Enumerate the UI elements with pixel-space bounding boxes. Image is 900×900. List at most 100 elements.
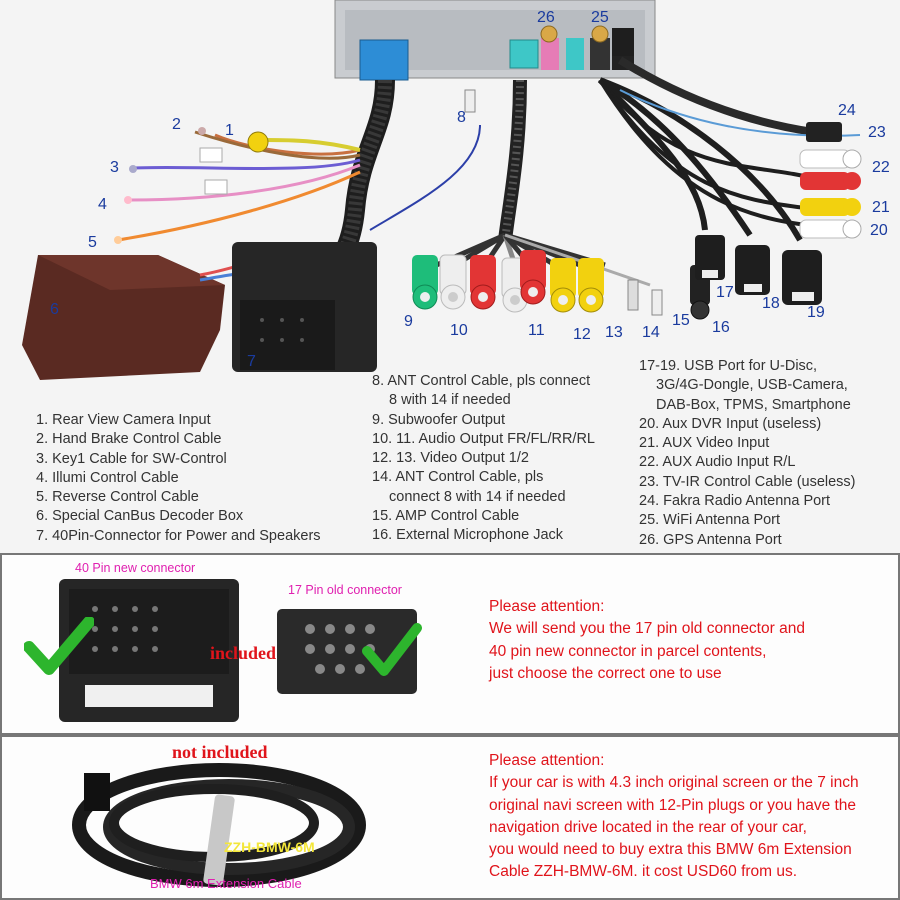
- label-40pin-connector: 40 Pin new connector: [75, 561, 196, 575]
- aux-rca-video: [800, 198, 861, 216]
- legend-right: 17-19. USB Port for U-Disc, 3G/4G-Dongle…: [639, 357, 856, 550]
- cable-caption: BMW 6m Extension Cable: [150, 876, 302, 891]
- rca-plug-video-2: [578, 258, 604, 313]
- callout-11: 11: [528, 322, 545, 339]
- cable-tag-label: ZZH-BMW-6M: [224, 839, 315, 855]
- main-plug: [359, 39, 409, 81]
- cable-attention-note: Please attention: If your car is with 4.…: [489, 750, 859, 884]
- legend-item: 24. Fakra Radio Antenna Port: [639, 493, 831, 510]
- callout-17: 17: [716, 284, 734, 301]
- note-line: Cable ZZH-BMW-6M. it cost USD60 from us.: [489, 863, 798, 881]
- rca-plug-subwoofer: [412, 255, 438, 310]
- callout-15: 15: [672, 312, 690, 329]
- check-icon: [24, 617, 94, 675]
- gps-plug: [541, 38, 559, 70]
- callout-18: 18: [762, 295, 780, 312]
- fakra-connector: [806, 122, 842, 142]
- callout-22: 22: [872, 159, 890, 176]
- legend-item: 1. Rear View Camera Input: [36, 412, 211, 428]
- included-label: included: [210, 643, 277, 663]
- legend-item: 7. 40Pin-Connector for Power and Speaker…: [36, 527, 321, 544]
- connector-attention-note: Please attention: We will send you the 1…: [489, 596, 805, 685]
- 40pin-connector-photo: [59, 579, 239, 722]
- usb-plug-1: [695, 235, 725, 280]
- legend-item: 26. GPS Antenna Port: [639, 531, 782, 548]
- legend-item: 8. ANT Control Cable, pls connect: [372, 373, 591, 389]
- callout-3: 3: [110, 159, 119, 176]
- legend-item: 5. Reverse Control Cable: [36, 489, 199, 506]
- cable-tag: [199, 147, 223, 163]
- legend-item: 4. Illumi Control Cable: [36, 469, 179, 486]
- callout-12: 12: [573, 326, 591, 343]
- legend-item-continued: 8 with 14 if needed: [389, 392, 511, 409]
- legend-item: 22. AUX Audio Input R/L: [639, 454, 796, 471]
- callout-10: 10: [450, 322, 468, 339]
- note-line: original navi screen with 12-Pin plugs o…: [489, 796, 857, 814]
- dvr-rca: [799, 219, 862, 239]
- legend-item: 16. External Microphone Jack: [372, 527, 564, 544]
- legend-item: 20. Aux DVR Input (useless): [639, 415, 822, 432]
- legend-item-continued: DAB-Box, TPMS, Smartphone: [656, 396, 851, 413]
- gps-antenna-port: [540, 25, 558, 43]
- label-17pin-connector: 17 Pin old connector: [288, 583, 402, 597]
- fakra-plug: [590, 38, 610, 70]
- callout-13: 13: [605, 324, 623, 341]
- legend-left: 1. Rear View Camera Input 2. Hand Brake …: [36, 411, 321, 546]
- callout-24: 24: [838, 102, 856, 119]
- legend-item-continued: 3G/4G-Dongle, USB-Camera,: [656, 377, 848, 394]
- rca-plug-red-1: [470, 255, 496, 310]
- callout-21: 21: [872, 199, 890, 216]
- callout-26: 26: [537, 9, 555, 26]
- note-line: If your car is with 4.3 inch original sc…: [489, 774, 859, 792]
- callout-4: 4: [98, 196, 107, 213]
- not-included-label: not included: [172, 742, 268, 762]
- extension-cable-section: not included ZZH-BMW-6M BMW 6m Extension…: [0, 735, 900, 900]
- aux-rca-audio: [799, 149, 862, 190]
- callout-1: 1: [225, 122, 234, 139]
- rca-plug-red-2: [520, 250, 546, 305]
- note-line: just choose the correct one to use: [489, 664, 722, 682]
- legend-item: 25. WiFi Antenna Port: [639, 512, 781, 529]
- callout-23: 23: [868, 124, 886, 141]
- rca-plug-white-1: [439, 254, 467, 310]
- note-line: Please attention:: [489, 752, 605, 769]
- extension-cable-photo: [72, 763, 366, 887]
- wifi-antenna-port: [591, 25, 609, 43]
- wifi-plug: [566, 38, 584, 70]
- legend-item: 21. AUX Video Input: [639, 435, 770, 452]
- note-line: 40 pin new connector in parcel contents,: [489, 642, 767, 660]
- legend-item: 6. Special CanBus Decoder Box: [36, 508, 244, 525]
- wiring-diagram-panel: 1 2 3 4 5 6 7 8 9 10 11 12 13 14 15 16 1…: [0, 0, 900, 553]
- callout-9: 9: [404, 313, 413, 330]
- wiring-harness-illustration: [22, 0, 862, 380]
- legend-item: 23. TV-IR Control Cable (useless): [639, 473, 856, 490]
- callout-25: 25: [591, 9, 609, 26]
- rca-camera-input: [247, 131, 269, 153]
- legend-item: 3. Key1 Cable for SW-Control: [36, 450, 227, 467]
- note-line: navigation drive located in the rear of …: [489, 818, 807, 836]
- usb-plug-2: [735, 245, 770, 295]
- callout-16: 16: [712, 319, 730, 336]
- callout-19: 19: [807, 304, 825, 321]
- rca-plug-video-1: [550, 258, 576, 313]
- callout-6: 6: [50, 301, 59, 318]
- legend-item: 14. ANT Control Cable, pls: [372, 469, 544, 486]
- note-line: We will send you the 17 pin old connecto…: [489, 620, 805, 638]
- legend-middle: 8. ANT Control Cable, pls connect 8 with…: [372, 372, 595, 546]
- legend-item: 2. Hand Brake Control Cable: [36, 431, 222, 448]
- callout-14: 14: [642, 324, 660, 341]
- legend-item-continued: connect 8 with 14 if needed: [389, 488, 566, 505]
- note-line: you would need to buy extra this BMW 6m …: [489, 841, 852, 859]
- legend-item: 15. AMP Control Cable: [372, 508, 520, 525]
- legend-item: 17-19. USB Port for U-Disc,: [639, 358, 818, 374]
- callout-7: 7: [247, 353, 256, 370]
- callout-5: 5: [88, 234, 97, 251]
- callout-20: 20: [870, 222, 888, 239]
- note-line: Please attention:: [489, 598, 605, 615]
- legend-item: 12. 13. Video Output 1/2: [372, 450, 529, 467]
- usb-plug-3: [782, 250, 822, 305]
- connector-section: 40 Pin new connector included 17 Pin old…: [0, 553, 900, 735]
- legend-item: 10. 11. Audio Output FR/FL/RR/RL: [372, 430, 595, 447]
- center-plug: [509, 39, 539, 69]
- legend-item: 9. Subwoofer Output: [372, 411, 505, 428]
